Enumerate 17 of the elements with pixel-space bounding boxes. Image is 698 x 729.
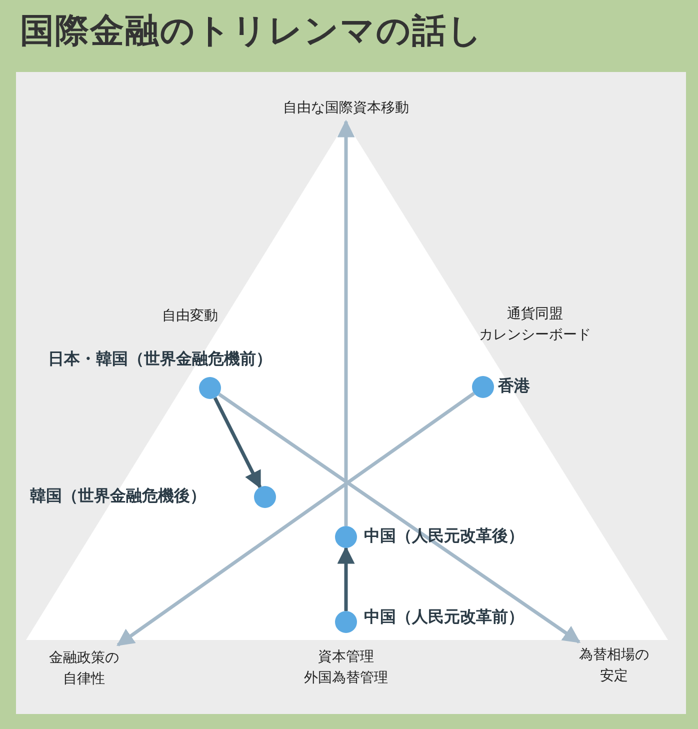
- arrow: [337, 546, 355, 611]
- point-label: 中国（人民元改革後）: [364, 526, 524, 547]
- corner-label: 為替相場の安定: [579, 646, 649, 686]
- arrow: [116, 392, 476, 646]
- point-label: 韓国（世界金融危機後）: [30, 486, 206, 507]
- corner-label: 金融政策の自律性: [49, 649, 119, 689]
- corner-label: 自由な国際資本移動: [283, 98, 409, 118]
- region-label: 通貨同盟カレンシーボード: [479, 305, 591, 345]
- region-label: 資本管理外国為替管理: [304, 648, 388, 688]
- arrow: [337, 120, 355, 526]
- title: 国際金融のトリレンマの話し: [20, 10, 483, 53]
- point-label: 日本・韓国（世界金融危機前）: [48, 349, 272, 370]
- region-label: 自由変動: [162, 306, 218, 326]
- point-label: 中国（人民元改革前）: [364, 607, 524, 628]
- arrow: [218, 392, 581, 644]
- arrow: [213, 397, 262, 489]
- point-label: 香港: [498, 376, 530, 397]
